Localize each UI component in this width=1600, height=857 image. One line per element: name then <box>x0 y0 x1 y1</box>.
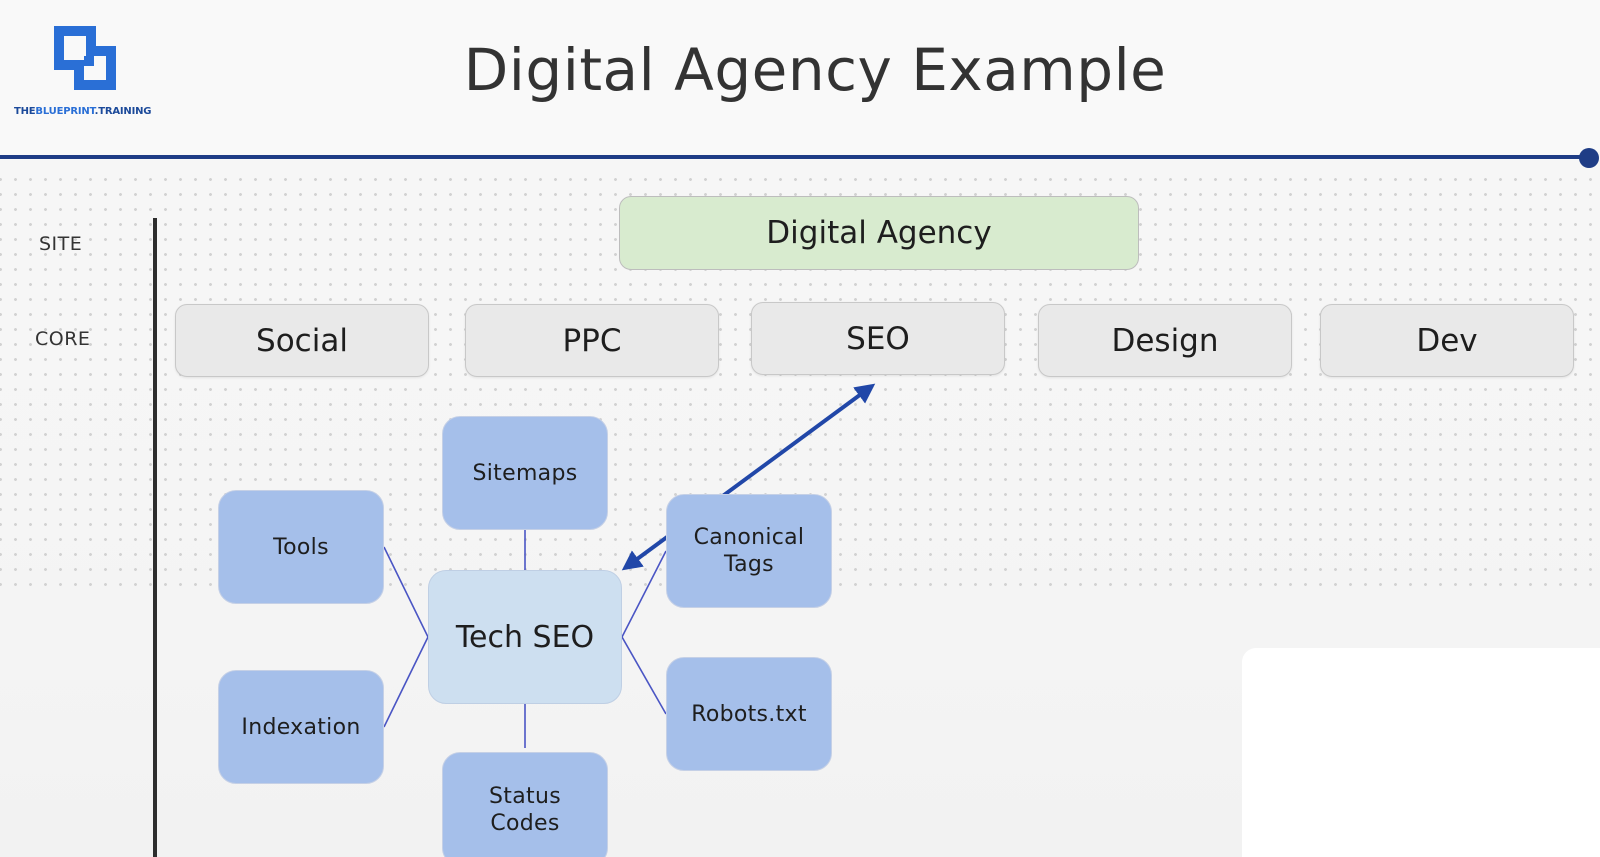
core-box-label: Design <box>1111 322 1219 359</box>
core-box-label: PPC <box>562 322 622 359</box>
node-label: Indexation <box>241 714 361 740</box>
core-box-seo[interactable]: SEO <box>751 302 1005 375</box>
center-node-label: Tech SEO <box>455 619 595 655</box>
node-label-line: Codes <box>490 811 560 836</box>
node-indexation[interactable]: Indexation <box>218 670 384 784</box>
core-box-label: Dev <box>1416 322 1478 359</box>
node-tools[interactable]: Tools <box>218 490 384 604</box>
logo-text-training: .TRAINING <box>94 106 152 117</box>
blueprint-logo-icon <box>54 26 116 90</box>
page-title: Digital Agency Example <box>463 36 1167 104</box>
node-label: Tools <box>273 534 329 560</box>
slide-header <box>0 0 1600 160</box>
node-label-line: Canonical <box>693 525 805 550</box>
core-box-label: Social <box>256 322 348 359</box>
node-label: Sitemaps <box>472 460 578 486</box>
vertical-axis-line <box>153 218 157 857</box>
node-label: Status Codes <box>489 783 561 837</box>
site-box-digital-agency[interactable]: Digital Agency <box>619 196 1139 270</box>
brand-logo-wordmark: THEBLUEPRINT.TRAINING <box>14 106 151 117</box>
node-label-line: Tags <box>724 552 774 577</box>
core-box-dev[interactable]: Dev <box>1320 304 1574 377</box>
connector-robots <box>621 636 667 715</box>
node-canonical-tags[interactable]: Canonical Tags <box>666 494 832 608</box>
logo-text-blueprint: BLUEPRINT <box>35 106 95 117</box>
core-box-label: SEO <box>846 320 910 357</box>
node-robots-txt[interactable]: Robots.txt <box>666 657 832 771</box>
core-box-design[interactable]: Design <box>1038 304 1292 377</box>
row-label-site: SITE <box>39 233 83 255</box>
header-divider <box>0 155 1588 159</box>
video-overlay-panel <box>1242 648 1600 857</box>
node-label: Robots.txt <box>691 701 807 727</box>
node-label: Canonical Tags <box>694 524 805 578</box>
node-sitemaps[interactable]: Sitemaps <box>442 416 608 530</box>
connector-indexation <box>383 636 429 728</box>
brand-logo: THEBLUEPRINT.TRAINING <box>12 22 172 122</box>
node-label-line: Status <box>489 784 561 809</box>
core-box-social[interactable]: Social <box>175 304 429 377</box>
site-box-label: Digital Agency <box>766 215 992 251</box>
node-status-codes[interactable]: Status Codes <box>442 752 608 857</box>
row-label-core: CORE <box>35 328 91 350</box>
center-node-tech-seo[interactable]: Tech SEO <box>428 570 622 704</box>
core-box-ppc[interactable]: PPC <box>465 304 719 377</box>
divider-endpoint-dot <box>1579 148 1599 168</box>
logo-text-the: THE <box>14 106 36 117</box>
